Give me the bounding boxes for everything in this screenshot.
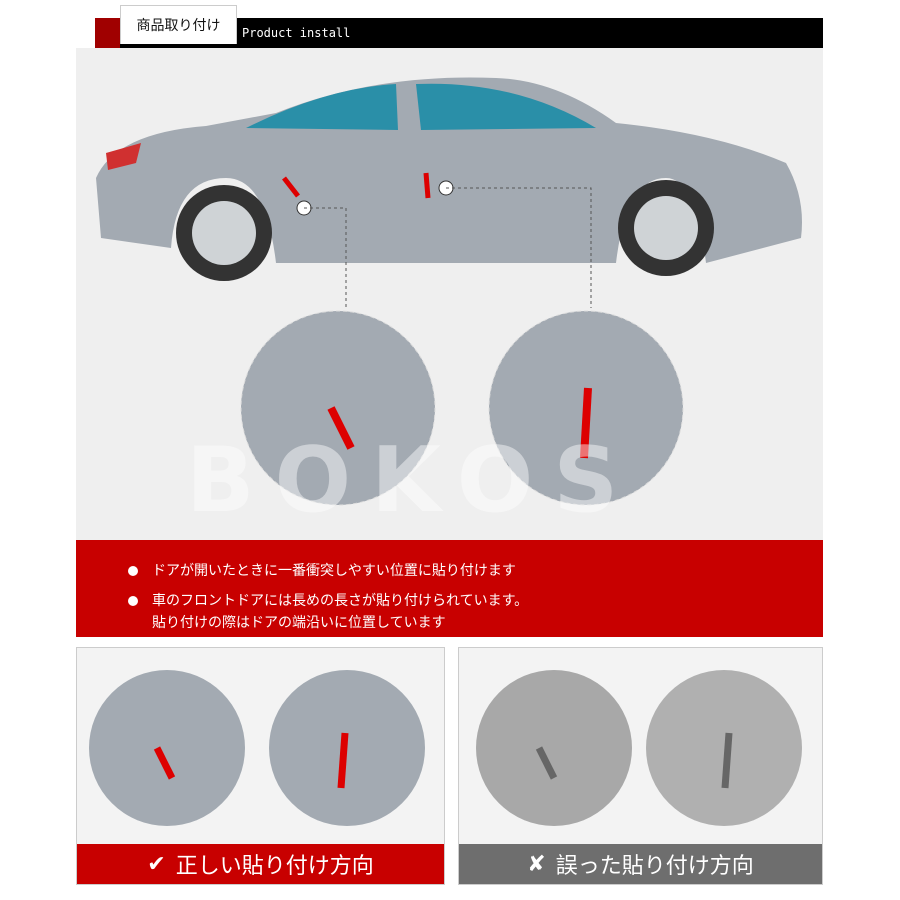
- correct-label: 正しい貼り付け方向: [175, 854, 374, 879]
- bullet-text: 車のフロントドアには長めの長さが貼り付けられています。: [152, 593, 529, 609]
- watermark: BOKOS: [186, 428, 639, 533]
- correct-panel: ✔ 正しい貼り付け方向: [76, 647, 445, 885]
- info-bullet: 車のフロントドアには長めの長さが貼り付けられています。: [128, 590, 528, 610]
- bullet-icon: [128, 566, 138, 576]
- header-tab: 商品取り付け: [120, 5, 237, 44]
- header-subtitle: Product install: [242, 26, 351, 40]
- car-image: [96, 77, 802, 506]
- correct-image: [89, 670, 425, 826]
- bullet-icon: [128, 596, 138, 606]
- x-icon: ✘: [527, 851, 546, 877]
- wrong-label: 誤った貼り付け方向: [555, 854, 754, 879]
- check-icon: ✔: [147, 851, 166, 877]
- correct-caption: ✔ 正しい貼り付け方向: [77, 844, 444, 884]
- info-continuation: 貼り付けの際はドアの端沿いに位置しています: [152, 615, 446, 631]
- info-bullet: ドアが開いたときに一番衝突しやすい位置に貼り付けます: [128, 560, 516, 580]
- car-illustration: BOKOS: [76, 48, 823, 540]
- wrong-caption: ✘ 誤った貼り付け方向: [459, 844, 822, 884]
- wrong-image: [476, 670, 802, 826]
- wrong-panel: ✘ 誤った貼り付け方向: [458, 647, 823, 885]
- header-accent: [95, 18, 120, 48]
- info-box: ドアが開いたときに一番衝突しやすい位置に貼り付けます 車のフロントドアには長めの…: [76, 540, 823, 637]
- bullet-text: ドアが開いたときに一番衝突しやすい位置に貼り付けます: [152, 563, 516, 579]
